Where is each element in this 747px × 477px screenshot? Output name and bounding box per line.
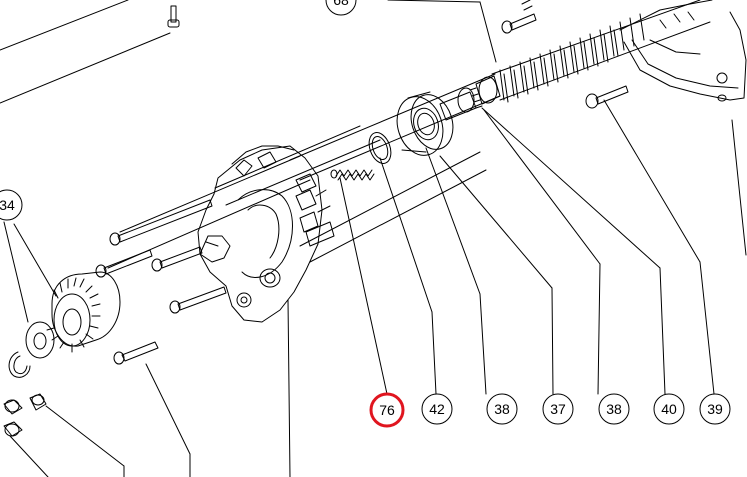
callout-label: 40 bbox=[661, 401, 677, 417]
screw-top bbox=[167, 5, 180, 28]
callout-label: 38 bbox=[606, 401, 622, 417]
guide-lines-top-left bbox=[0, 0, 171, 104]
snap-ring bbox=[8, 351, 31, 378]
o-ring bbox=[368, 132, 392, 164]
bearing bbox=[396, 91, 454, 156]
leader-lines bbox=[3, 0, 747, 477]
main-spring bbox=[491, 0, 711, 103]
callout-label: 34 bbox=[0, 197, 15, 213]
callout-label: 38 bbox=[494, 401, 510, 417]
small-spring bbox=[330, 169, 375, 181]
callout-39: 39 bbox=[699, 393, 731, 425]
callout-label: 76 bbox=[379, 402, 395, 418]
bevel-gear bbox=[46, 271, 121, 353]
handle-housing bbox=[619, 0, 747, 102]
callout-68: 68 bbox=[325, 0, 357, 16]
fittings-bottom-left bbox=[3, 393, 47, 437]
callout-label: 42 bbox=[429, 401, 445, 417]
callout-76: 76 bbox=[369, 392, 405, 428]
callout-label: 39 bbox=[707, 401, 723, 417]
screws-top-right bbox=[501, 0, 629, 109]
callout-42: 42 bbox=[421, 393, 453, 425]
gear-housing bbox=[197, 145, 335, 323]
callout-37: 37 bbox=[542, 393, 574, 425]
bolts-left bbox=[95, 199, 227, 365]
shaft bbox=[439, 75, 501, 121]
washer bbox=[25, 321, 55, 359]
callout-label: 68 bbox=[333, 0, 349, 8]
callout-34: 34 bbox=[0, 189, 23, 221]
callout-40: 40 bbox=[653, 393, 685, 425]
callout-38-a: 38 bbox=[486, 393, 518, 425]
callout-label: 37 bbox=[550, 401, 566, 417]
callout-38-b: 38 bbox=[598, 393, 630, 425]
